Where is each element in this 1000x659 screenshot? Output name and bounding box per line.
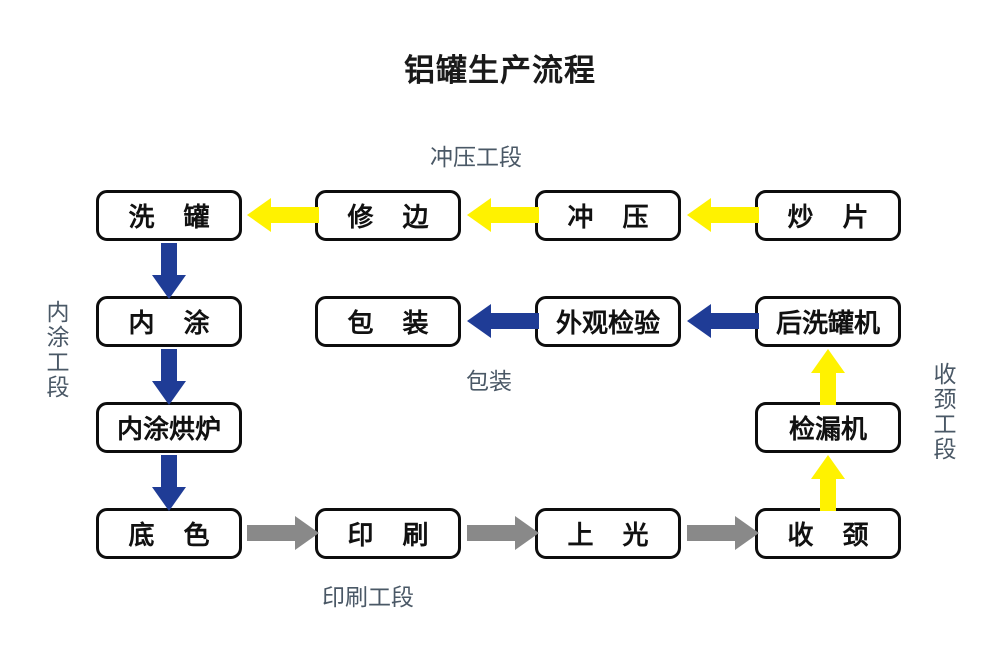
node-varnish[interactable]: 上 光 [535, 508, 681, 559]
arrow-base-color-to-print [247, 516, 319, 550]
node-wash-can[interactable]: 洗 罐 [96, 190, 242, 241]
node-post-washer[interactable]: 后洗罐机 [755, 296, 901, 347]
arrow-trim-to-wash-can [247, 198, 319, 232]
arrow-coat-oven-to-base-color [152, 455, 186, 511]
arrow-post-washer-to-appearance-check [687, 304, 759, 338]
node-blank[interactable]: 炒 片 [755, 190, 901, 241]
node-coat-oven[interactable]: 内涂烘炉 [96, 402, 242, 453]
arrow-blank-to-stamp [687, 198, 759, 232]
section-label-stamping: 冲压工段 [430, 145, 522, 171]
arrow-wash-can-to-inner-coat [152, 243, 186, 299]
node-appearance-check[interactable]: 外观检验 [535, 296, 681, 347]
node-trim[interactable]: 修 边 [315, 190, 461, 241]
node-inner-coat[interactable]: 内 涂 [96, 296, 242, 347]
page-title: 铝罐生产流程 [404, 53, 596, 89]
arrow-leak-tester-to-post-washer [811, 349, 845, 405]
arrow-appearance-check-to-pack [467, 304, 539, 338]
section-label-necking: 收颈工段 [929, 362, 955, 462]
node-pack[interactable]: 包 装 [315, 296, 461, 347]
node-base-color[interactable]: 底 色 [96, 508, 242, 559]
section-label-packaging: 包装 [466, 369, 512, 395]
arrow-print-to-varnish [467, 516, 539, 550]
arrow-necking-to-leak-tester [811, 455, 845, 511]
section-label-printing: 印刷工段 [322, 585, 414, 611]
node-necking[interactable]: 收 颈 [755, 508, 901, 559]
arrow-stamp-to-trim [467, 198, 539, 232]
arrow-inner-coat-to-coat-oven [152, 349, 186, 405]
section-label-inner-coating: 内涂工段 [42, 300, 68, 400]
node-stamp[interactable]: 冲 压 [535, 190, 681, 241]
node-leak-tester[interactable]: 检漏机 [755, 402, 901, 453]
node-print[interactable]: 印 刷 [315, 508, 461, 559]
arrow-varnish-to-necking [687, 516, 759, 550]
